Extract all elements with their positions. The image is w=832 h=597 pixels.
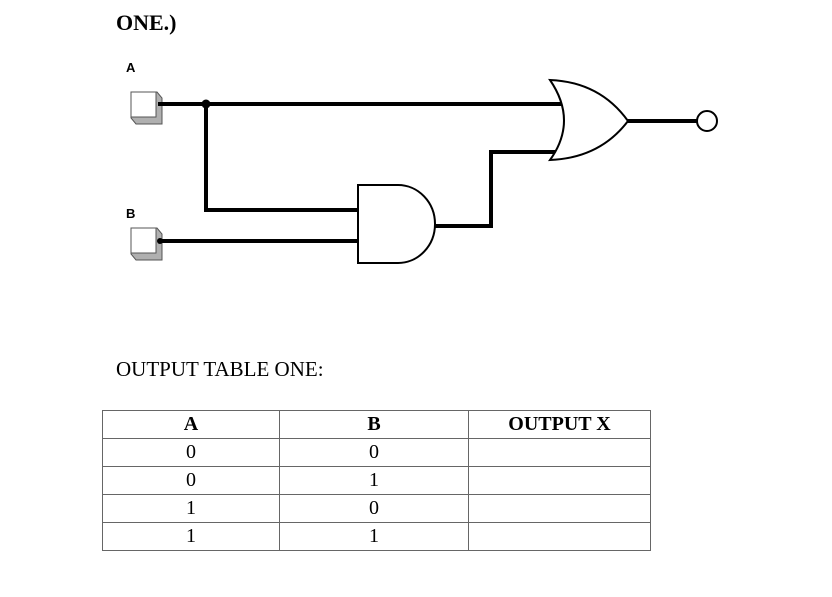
table-row: 0 1 bbox=[102, 466, 651, 495]
column-header-b: B bbox=[279, 410, 469, 439]
output-x-lamp bbox=[696, 110, 718, 132]
table-title: OUTPUT TABLE ONE: bbox=[116, 357, 324, 381]
and-gate bbox=[357, 184, 436, 264]
cell-a: 1 bbox=[102, 522, 280, 551]
input-a-label: A bbox=[126, 60, 136, 75]
cell-output[interactable] bbox=[468, 522, 651, 551]
table-row: 1 1 bbox=[102, 522, 651, 551]
input-b-connection-dot bbox=[157, 238, 163, 244]
cell-b: 0 bbox=[279, 438, 469, 467]
column-header-output-x: OUTPUT X bbox=[468, 410, 651, 439]
truth-table: A B OUTPUT X 0 0 0 1 1 0 1 1 bbox=[102, 410, 651, 551]
logic-circuit-diagram: A B bbox=[126, 60, 718, 264]
or-gate bbox=[547, 78, 630, 162]
cell-output[interactable] bbox=[468, 494, 651, 523]
cell-b: 1 bbox=[279, 522, 469, 551]
cell-output[interactable] bbox=[468, 466, 651, 495]
junction-dot bbox=[201, 99, 211, 109]
cell-output[interactable] bbox=[468, 438, 651, 467]
cell-b: 1 bbox=[279, 466, 469, 495]
table-row: 0 0 bbox=[102, 438, 651, 467]
input-a-switch[interactable] bbox=[130, 91, 163, 125]
cell-b: 0 bbox=[279, 494, 469, 523]
table-header-row: A B OUTPUT X bbox=[102, 410, 651, 439]
table-row: 1 0 bbox=[102, 494, 651, 523]
input-b-label: B bbox=[126, 206, 135, 221]
question-heading: ONE.) bbox=[116, 10, 177, 35]
cell-a: 0 bbox=[102, 466, 280, 495]
input-b-switch[interactable] bbox=[130, 227, 163, 261]
circuit-wires bbox=[158, 102, 699, 243]
column-header-a: A bbox=[102, 410, 280, 439]
cell-a: 1 bbox=[102, 494, 280, 523]
cell-a: 0 bbox=[102, 438, 280, 467]
